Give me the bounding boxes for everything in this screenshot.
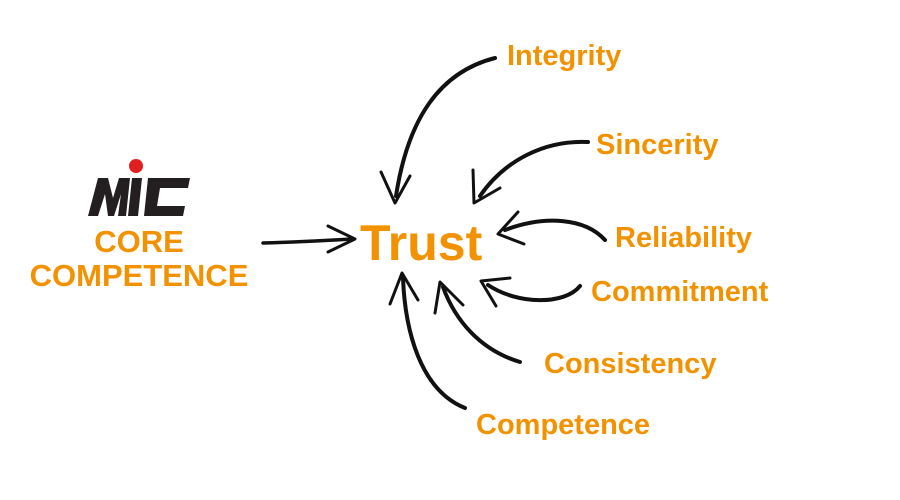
arrow-reliability — [496, 210, 607, 246]
arrow-competence — [388, 271, 467, 410]
arrow-sincerity — [471, 139, 590, 205]
arrow-commitment — [479, 276, 582, 308]
arrow-consistency — [433, 280, 522, 364]
trait-sincerity: Sincerity — [596, 129, 719, 161]
core-label-line1: CORE — [94, 224, 184, 259]
trait-reliability: Reliability — [615, 222, 752, 254]
trait-commitment: Commitment — [591, 276, 769, 308]
core-label-line2: COMPETENCE — [29, 258, 249, 293]
logo-red-dot — [129, 159, 143, 173]
trait-consistency: Consistency — [544, 348, 717, 380]
trait-competence: Competence — [476, 409, 651, 441]
trust-label: Trust — [360, 215, 483, 271]
arrow-integrity — [379, 56, 497, 205]
trait-integrity: Integrity — [507, 40, 622, 72]
mic-logo — [88, 159, 190, 216]
logo-letters — [88, 178, 190, 216]
arrow-core-to-trust — [261, 224, 357, 254]
